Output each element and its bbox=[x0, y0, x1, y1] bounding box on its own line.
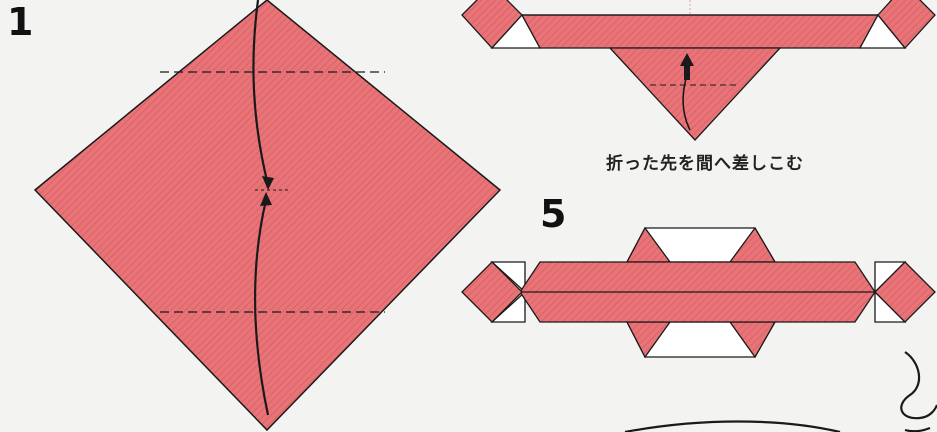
arrowhead-down-icon bbox=[262, 176, 274, 190]
step1-paper bbox=[33, 0, 502, 432]
step5-diagram bbox=[461, 226, 936, 359]
up-arrowhead-icon bbox=[680, 53, 694, 66]
arrowhead-up-icon bbox=[260, 192, 272, 206]
curved-arrow-icon bbox=[252, 0, 270, 186]
curl-arrow-icon bbox=[904, 426, 931, 432]
step5-right-diamond bbox=[874, 261, 936, 323]
up-arrow-icon bbox=[684, 64, 690, 80]
curl-arrow-icon bbox=[900, 351, 937, 420]
step4-bottom-triangle bbox=[608, 47, 782, 141]
step4-right-flap bbox=[877, 0, 936, 49]
step-number-5: 5 bbox=[540, 192, 567, 236]
tuck-instruction-caption: 折った先を間へ差しこむ bbox=[606, 154, 804, 174]
step1-diagram bbox=[33, 0, 502, 432]
curved-line bbox=[624, 420, 841, 432]
step-number-1: 1 bbox=[7, 0, 34, 44]
step5-left-diamond bbox=[461, 261, 523, 323]
step6-partial-diagram bbox=[624, 351, 937, 432]
step4-diagram bbox=[461, 0, 936, 141]
step4-band bbox=[520, 14, 880, 49]
curved-arrow-icon bbox=[253, 199, 270, 416]
